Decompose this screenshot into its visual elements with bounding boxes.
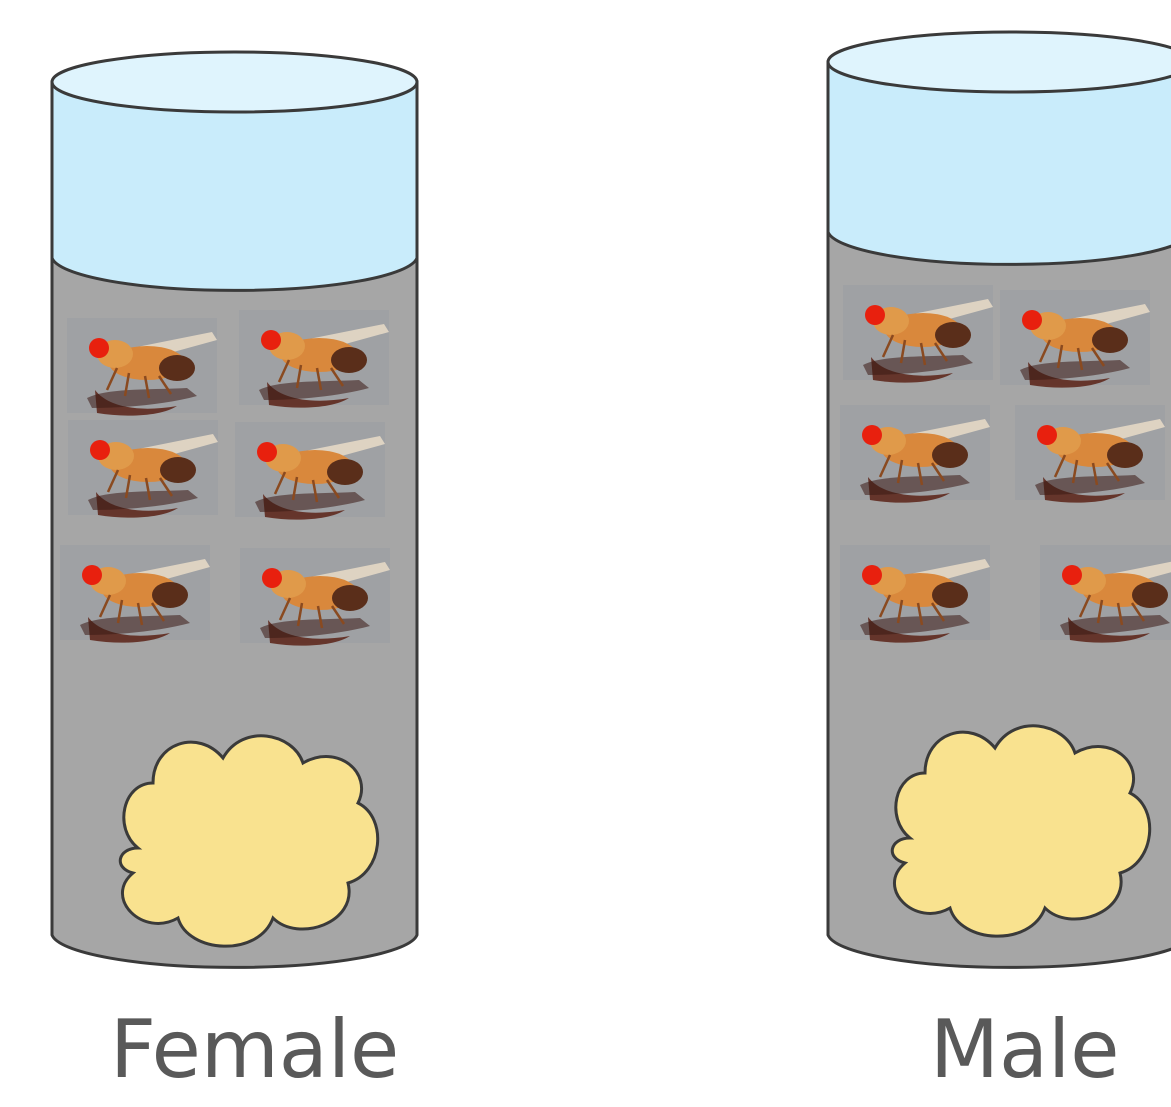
fly-food-blob-icon — [120, 736, 377, 946]
drosophila-fly-icon — [1015, 405, 1165, 503]
male-vial — [828, 32, 1171, 967]
drosophila-fly-icon — [235, 422, 385, 520]
drosophila-fly-icon — [840, 545, 990, 643]
male-vial-label: Male — [930, 1010, 1120, 1090]
drosophila-fly-icon — [843, 285, 993, 383]
drosophila-fly-icon — [1040, 545, 1171, 643]
drosophila-fly-icon — [1000, 290, 1150, 388]
drosophila-fly-icon — [239, 310, 389, 408]
drosophila-fly-icon — [67, 318, 217, 416]
female-vial — [52, 52, 417, 967]
cotton-plug — [828, 32, 1171, 264]
cotton-plug — [52, 52, 417, 290]
drosophila-fly-icon — [68, 420, 218, 518]
female-vial-label: Female — [110, 1010, 399, 1090]
drosophila-fly-icon — [240, 548, 390, 646]
drosophila-fly-icon — [60, 545, 210, 643]
fly-food-blob-icon — [892, 726, 1149, 936]
drosophila-fly-icon — [840, 405, 990, 503]
